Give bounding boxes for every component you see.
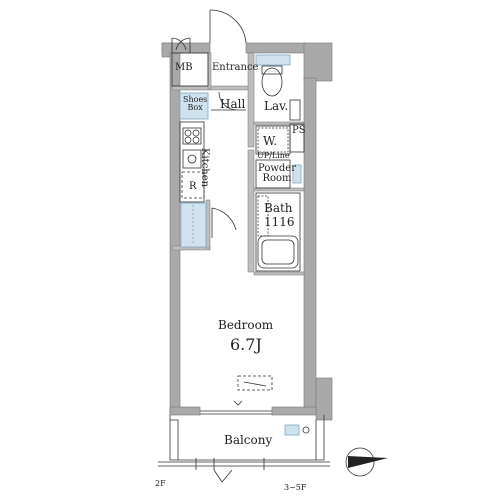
shoes-box-label: Shoes Box	[183, 96, 207, 112]
entrance-label: Entrance	[212, 62, 259, 73]
kitchen-label: Kitchen	[199, 148, 210, 188]
refrigerator-label: R	[189, 181, 197, 192]
floor-2f-label: 2F	[155, 479, 166, 488]
wc-label: W.	[263, 134, 278, 148]
lav-label: Lav.	[264, 99, 289, 113]
powder-room-label: Powder Room	[258, 164, 296, 184]
shoes-box-label-line1: Shoes	[183, 95, 208, 104]
bedroom-size-label: 6.7J	[230, 335, 262, 354]
linework	[158, 9, 330, 483]
exterior-walls	[161, 42, 333, 421]
powder-room-label-line2: Room	[262, 173, 292, 184]
shoes-box-label-line2: Box	[187, 103, 203, 112]
bath-size-label: 1116	[264, 215, 295, 229]
balcony-label: Balcony	[224, 433, 273, 447]
up-line-label: UP/Line	[257, 151, 290, 160]
bedroom-label: Bedroom	[218, 318, 274, 332]
floor-3-5f-label: 3~5F	[284, 483, 307, 492]
hall-label: Hall	[220, 97, 246, 111]
powder-room-label-line1: Powder	[258, 163, 297, 174]
ps-label: PS	[292, 125, 306, 136]
mb-label: MB	[175, 62, 193, 73]
interior-walls	[171, 52, 305, 276]
bath-label: Bath	[264, 201, 293, 215]
north-arrow-icon	[345, 447, 388, 477]
